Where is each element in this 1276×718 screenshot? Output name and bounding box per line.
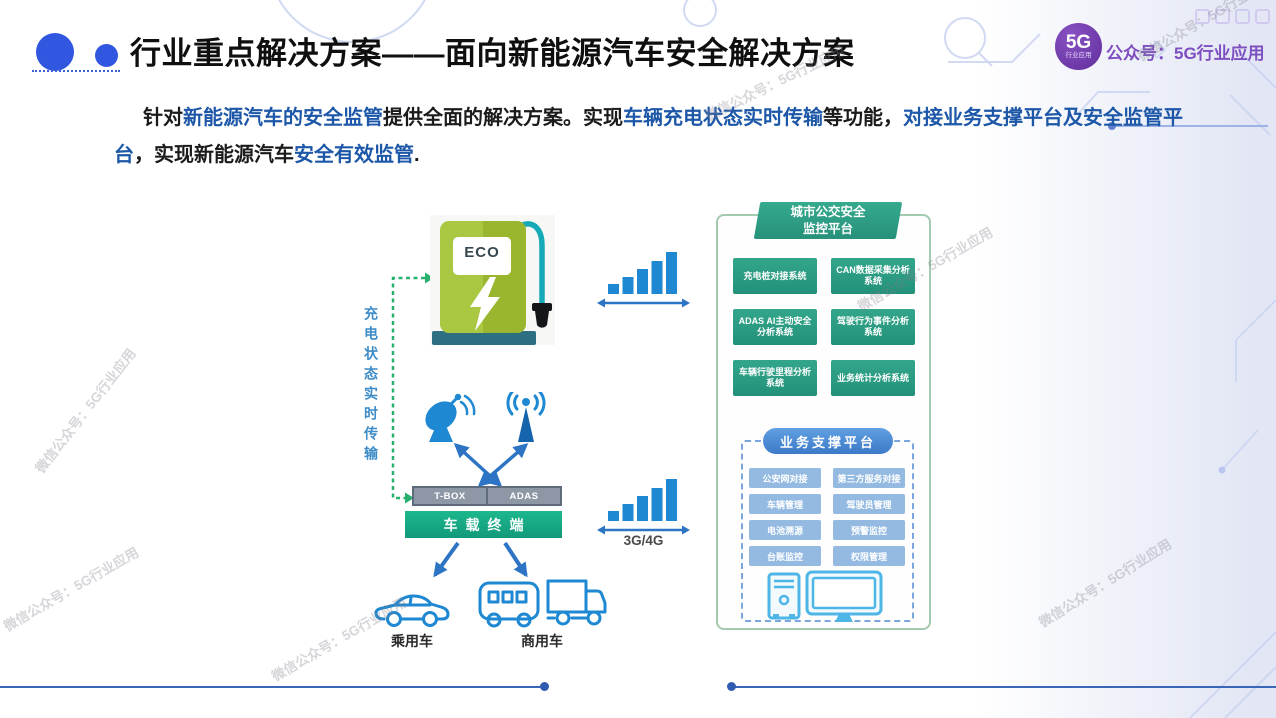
intro-text: .	[414, 144, 420, 166]
passenger-car-icon	[374, 594, 450, 627]
page-title: 行业重点解决方案——面向新能源汽车安全解决方案	[130, 36, 855, 71]
passenger-vehicle-label: 乘用车	[391, 633, 433, 649]
uplink-arrows	[453, 443, 529, 487]
footer-dot-left	[540, 682, 549, 691]
5g-logo-text: 5G	[1065, 32, 1092, 53]
tbox-cell: T-BOX	[434, 490, 466, 502]
module-box-grid: 公安网对接 第三方服务对接 车辆管理 驾驶员管理 电池溯源 预警监控 台账监控 …	[749, 468, 905, 566]
monitoring-platform-title-line1: 城市公交安全	[790, 205, 866, 219]
bidirectional-arrow	[597, 298, 690, 308]
intro-text: 等功能，	[823, 107, 903, 129]
intro-paragraph: 针对新能源汽车的安全监管提供全面的解决方案。实现车辆充电状态实时传输等功能，对接…	[114, 100, 1196, 174]
module-box: 权限管理	[833, 546, 905, 566]
module-box: 驾驶员管理	[833, 494, 905, 514]
module-box: 电池溯源	[749, 520, 821, 540]
bidirectional-arrow	[597, 525, 690, 535]
desktop-computer-icon	[767, 570, 883, 622]
monitoring-platform-title-line2: 监控平台	[802, 222, 853, 236]
onboard-unit-bar: T-BOX ADAS	[412, 486, 562, 506]
footer-dot-right	[727, 682, 736, 691]
commercial-vehicle-label: 商用车	[521, 633, 563, 649]
network-type-label: 3G/4G	[623, 533, 664, 548]
title-bullet-underline	[32, 70, 120, 72]
intro-highlight: 对接业务支撑平台及安全监管平台	[114, 107, 1183, 166]
module-box: 台账监控	[749, 546, 821, 566]
footer-rule-right	[731, 686, 1276, 688]
system-box: 车辆行驶里程分析系统	[733, 360, 817, 396]
system-box: CAN数据采集分析系统	[831, 258, 915, 294]
bus-icon	[478, 581, 540, 628]
support-platform-header: 业务支撑平台	[763, 428, 893, 454]
5g-logo-subtext: 行业应用	[1065, 52, 1092, 59]
title-bullet-large	[36, 33, 74, 71]
downlink-arrows	[433, 541, 528, 578]
charging-station-icon	[430, 215, 555, 345]
signal-bars-icon	[608, 479, 677, 521]
module-box: 预警监控	[833, 520, 905, 540]
intro-highlight: 安全有效监管	[294, 144, 414, 166]
satellite-dish-icon	[425, 393, 476, 442]
system-box: ADAS AI主动安全分析系统	[733, 309, 817, 345]
intro-text: 提供全面的解决方案。实现	[383, 107, 623, 129]
system-box: 充电桩对接系统	[733, 258, 817, 294]
module-box: 车辆管理	[749, 494, 821, 514]
adas-cell: ADAS	[486, 488, 560, 504]
charging-flow-connector	[391, 272, 434, 504]
title-bullet-small	[95, 44, 118, 67]
footer-rule-left	[0, 686, 545, 688]
official-account-label: 公众号：5G行业应用	[1106, 44, 1265, 63]
intro-text: ，实现新能源汽车	[134, 144, 294, 166]
eco-label: ECO	[464, 244, 500, 261]
truck-icon	[546, 579, 607, 626]
charging-flow-label: 充电状态实时传输	[363, 306, 379, 466]
antenna-icon	[506, 392, 546, 442]
monitoring-platform-header: 城市公交安全 监控平台	[753, 202, 903, 239]
background-gradient	[976, 0, 1276, 718]
5g-logo: 5G 行业应用	[1055, 23, 1102, 70]
system-box-grid: 充电桩对接系统 CAN数据采集分析系统 ADAS AI主动安全分析系统 驾驶行为…	[733, 258, 915, 396]
system-box: 驾驶行为事件分析系统	[831, 309, 915, 345]
module-box: 公安网对接	[749, 468, 821, 488]
signal-bars-icon	[608, 252, 677, 294]
system-box: 业务统计分析系统	[831, 360, 915, 396]
module-box: 第三方服务对接	[833, 468, 905, 488]
intro-highlight: 新能源汽车的安全监管	[183, 107, 383, 129]
intro-highlight: 车辆充电状态实时传输	[623, 107, 823, 129]
vehicle-terminal-bar: 车载终端	[405, 511, 562, 538]
intro-text: 针对	[143, 107, 183, 129]
